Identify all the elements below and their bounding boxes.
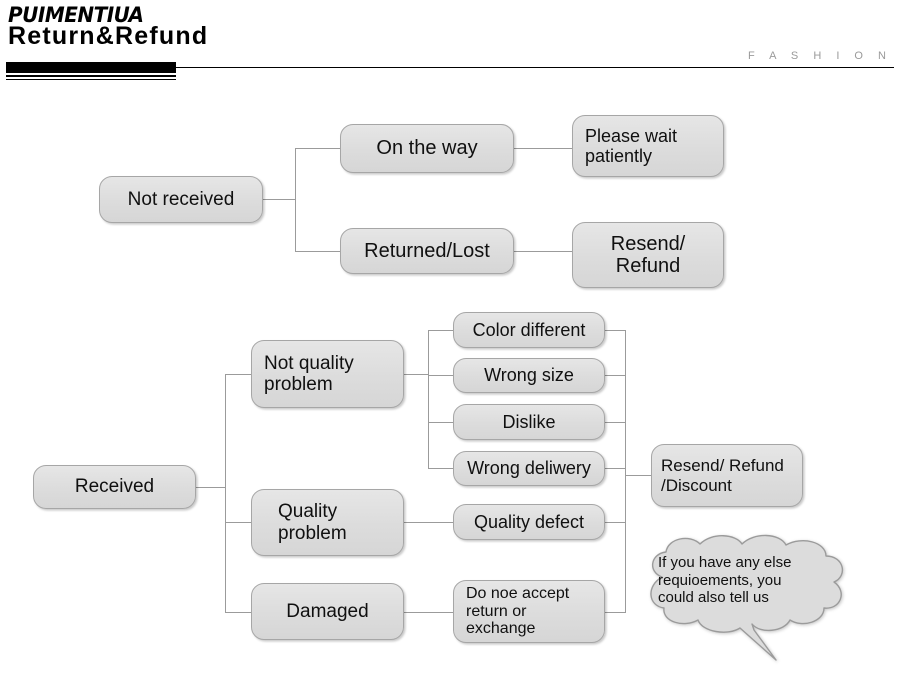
node-label: Do noe accept return or exchange bbox=[466, 584, 570, 638]
connector-received-to-qualityproblem bbox=[225, 522, 251, 523]
connector-received-to-damaged bbox=[225, 612, 251, 613]
connector-received-stem bbox=[196, 487, 225, 488]
node-wrong-deliwery[interactable]: Wrong deliwery bbox=[453, 451, 605, 486]
connector-collector-trunk bbox=[625, 330, 626, 612]
connector-donotaccept-to-collector bbox=[604, 612, 626, 613]
connector-qualityproblem-to-qualitydefect bbox=[404, 522, 454, 523]
connector-notquality-stem bbox=[404, 374, 429, 375]
node-dislike[interactable]: Dislike bbox=[453, 404, 605, 440]
connector-qualitydefect-to-collector bbox=[604, 522, 626, 523]
connector-colordifferent-to-collector bbox=[604, 330, 626, 331]
node-please-wait-patiently[interactable]: Please wait patiently bbox=[572, 115, 724, 177]
header-rule-under-thick bbox=[6, 75, 176, 77]
node-received[interactable]: Received bbox=[33, 465, 196, 509]
node-label: Resend/ Refund bbox=[610, 232, 686, 277]
connector-notquality-to-dislike bbox=[428, 422, 454, 423]
node-wrong-size[interactable]: Wrong size bbox=[453, 358, 605, 393]
node-label: On the way bbox=[376, 137, 478, 160]
node-label: Returned/Lost bbox=[364, 239, 490, 262]
connector-notreceived-to-ontheway bbox=[295, 148, 340, 149]
connector-damaged-to-donotaccept bbox=[404, 612, 454, 613]
connector-wrongsize-to-collector bbox=[604, 375, 626, 376]
callout-bubble[interactable]: If you have any else requioements, you c… bbox=[636, 532, 861, 661]
brand-logo: PUIMENTIUA bbox=[8, 3, 144, 27]
connector-notquality-trunk bbox=[428, 330, 429, 469]
connector-dislike-to-collector bbox=[604, 422, 626, 423]
connector-notreceived-stem bbox=[262, 199, 295, 200]
node-resend-refund-discount[interactable]: Resend/ Refund /Discount bbox=[651, 444, 803, 507]
connector-received-trunk bbox=[225, 374, 226, 612]
node-quality-defect[interactable]: Quality defect bbox=[453, 504, 605, 540]
node-label: Resend/ Refund /Discount bbox=[661, 456, 784, 495]
node-label: Dislike bbox=[502, 411, 556, 432]
node-label: Quality problem bbox=[278, 501, 347, 544]
node-label: Wrong size bbox=[484, 365, 574, 386]
node-quality-problem[interactable]: Quality problem bbox=[251, 489, 404, 556]
header-rule-under-thin bbox=[6, 79, 176, 80]
node-label: Color different bbox=[472, 319, 586, 340]
connector-ontheway-to-pleasewait bbox=[514, 148, 572, 149]
header-rule-block bbox=[6, 62, 176, 73]
connector-notreceived-trunk bbox=[295, 148, 296, 251]
page-title: Return&Refund bbox=[8, 22, 209, 50]
node-label: Not received bbox=[127, 188, 235, 210]
node-label: Damaged bbox=[286, 600, 369, 622]
connector-notquality-to-colordifferent bbox=[428, 330, 454, 331]
connector-notreceived-to-returnedlost bbox=[295, 251, 340, 252]
connector-returnedlost-to-resendrefund bbox=[514, 251, 572, 252]
node-color-different[interactable]: Color different bbox=[453, 312, 605, 348]
node-label: Wrong deliwery bbox=[467, 458, 591, 479]
node-not-received[interactable]: Not received bbox=[99, 176, 263, 223]
connector-notquality-to-wrongdeliwery bbox=[428, 468, 454, 469]
node-do-not-accept-return-or-exchange[interactable]: Do noe accept return or exchange bbox=[453, 580, 605, 643]
node-on-the-way[interactable]: On the way bbox=[340, 124, 514, 173]
header-rule-line bbox=[176, 67, 894, 68]
node-damaged[interactable]: Damaged bbox=[251, 583, 404, 640]
connector-collector-to-resendrefunddiscount bbox=[625, 475, 651, 476]
connector-received-to-notquality bbox=[225, 374, 251, 375]
node-label: Not quality problem bbox=[264, 352, 354, 395]
callout-text: If you have any else requioements, you c… bbox=[658, 554, 792, 607]
callout-bubble-shape bbox=[650, 534, 844, 661]
connector-notquality-to-wrongsize bbox=[428, 375, 454, 376]
node-not-quality-problem[interactable]: Not quality problem bbox=[251, 340, 404, 408]
node-resend-refund[interactable]: Resend/ Refund bbox=[572, 222, 724, 288]
node-label: Quality defect bbox=[473, 511, 585, 532]
connector-wrongdeliwery-to-collector bbox=[604, 468, 626, 469]
node-label: Received bbox=[74, 476, 155, 498]
node-returned-lost[interactable]: Returned/Lost bbox=[340, 228, 514, 274]
node-label: Please wait patiently bbox=[585, 125, 678, 166]
tagline-fashion: F A S H I O N bbox=[747, 50, 892, 62]
